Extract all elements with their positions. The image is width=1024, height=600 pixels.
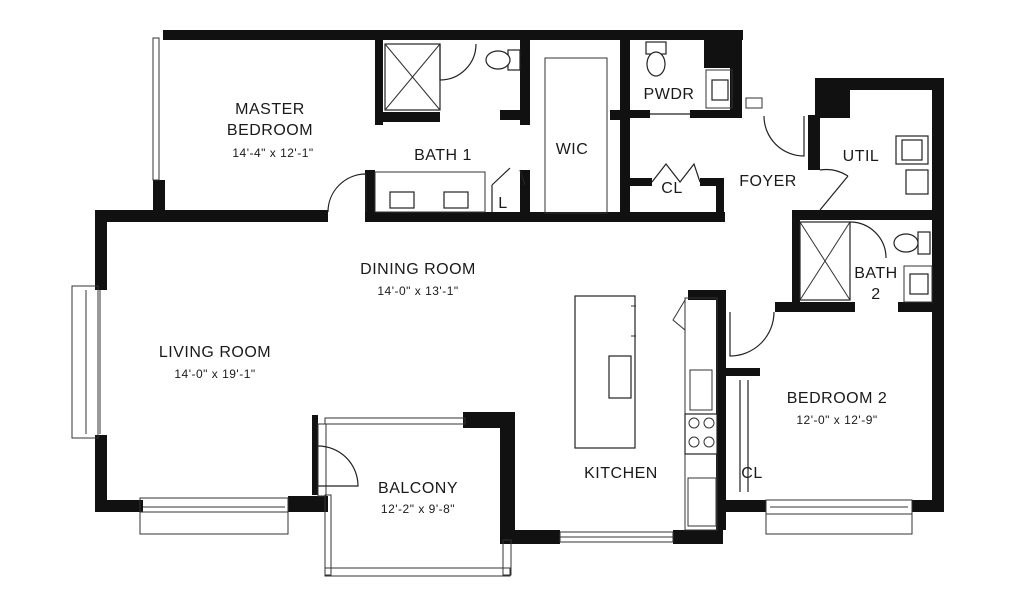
sink-icon bbox=[705, 69, 733, 109]
bath2-name-1: BATH bbox=[854, 265, 897, 282]
windows bbox=[71, 37, 913, 577]
wall-bath1-vanity-left bbox=[365, 170, 375, 220]
balcony-dims: 12'-2" x 9'-8" bbox=[381, 502, 455, 516]
dining-room-name: DINING ROOM bbox=[360, 261, 476, 278]
master-bedroom-name-1: MASTER bbox=[235, 101, 305, 118]
window-icon bbox=[317, 417, 512, 577]
wall-linen-right bbox=[520, 170, 530, 220]
wall-util-left-top bbox=[815, 78, 850, 118]
wall-master-bottom bbox=[95, 210, 328, 222]
wall-living-bottom-left bbox=[95, 500, 143, 512]
kitchen-name: KITCHEN bbox=[584, 465, 658, 482]
wall-bed2-bottom-right bbox=[912, 500, 944, 512]
wall-bath1-left bbox=[375, 40, 383, 125]
wall-living-left-top bbox=[95, 210, 107, 290]
wic-name: WIC bbox=[556, 141, 589, 158]
wall-bed2-bottom-left bbox=[716, 500, 766, 512]
dining-room-dims: 14'-0" x 13'-1" bbox=[377, 284, 458, 298]
wall-wic-right bbox=[620, 40, 630, 220]
wall-balcony-left bbox=[312, 415, 318, 495]
wall-cl-right bbox=[716, 178, 724, 222]
master-bedroom-dims: 14'-4" x 12'-1" bbox=[232, 146, 313, 160]
bedroom2-name: BEDROOM 2 bbox=[787, 390, 888, 407]
wall-bath2-bottom-right bbox=[898, 302, 938, 312]
door-swing-icon bbox=[739, 380, 749, 492]
door-swing-icon bbox=[763, 115, 805, 157]
bedroom2-dims: 12'-0" x 12'-9" bbox=[796, 413, 877, 427]
toilet-icon bbox=[485, 49, 521, 71]
wall-right-outer bbox=[932, 78, 944, 510]
bath1-name: BATH 1 bbox=[414, 147, 472, 164]
wic-shelf bbox=[544, 57, 608, 214]
toilet-icon bbox=[893, 231, 931, 255]
living-room-dims: 14'-0" x 19'-1" bbox=[174, 367, 255, 381]
shower-icon bbox=[384, 43, 441, 111]
fixtures bbox=[317, 41, 933, 531]
door-swing-icon bbox=[317, 445, 359, 487]
wall-kitchen-bottom-left bbox=[500, 530, 560, 544]
wall-bath1-divider bbox=[520, 40, 530, 125]
linen-name: L bbox=[498, 195, 507, 212]
pwdr-shelf bbox=[745, 97, 763, 109]
wall-bath2-bottom bbox=[775, 302, 855, 312]
door-swing-icon bbox=[439, 43, 477, 81]
washer-dryer bbox=[895, 135, 929, 195]
wall-kitchen-bottom-right bbox=[673, 530, 723, 544]
wall-pwdr-left bbox=[630, 110, 650, 118]
wall-kitchen-right bbox=[716, 290, 726, 530]
util-name: UTIL bbox=[843, 148, 880, 165]
door-swing-icon bbox=[519, 169, 526, 186]
wall-pwdr-bottom bbox=[690, 110, 742, 118]
foyer-closet-name: CL bbox=[661, 180, 682, 197]
window-icon bbox=[139, 497, 289, 535]
wall-kitchen-top bbox=[688, 290, 718, 300]
cooktop-icon bbox=[684, 413, 718, 455]
door-swing-icon bbox=[849, 221, 887, 259]
wall-living-left-bottom bbox=[95, 435, 107, 510]
wall-util-left bbox=[808, 115, 820, 170]
toilet-icon bbox=[645, 41, 667, 77]
wall-bath2-left bbox=[792, 210, 800, 310]
door-swing-icon bbox=[327, 173, 367, 213]
door-swing-icon bbox=[491, 167, 511, 212]
window-icon bbox=[765, 499, 913, 535]
bath2-name-2: 2 bbox=[871, 286, 880, 303]
wall-cl-top-right bbox=[700, 178, 724, 186]
wall-top bbox=[163, 30, 743, 40]
wall-wic-stub bbox=[610, 110, 630, 120]
walls bbox=[95, 30, 944, 544]
sink-icon bbox=[374, 171, 486, 213]
bedroom2-closet-name: CL bbox=[741, 465, 762, 482]
door-swing-icon bbox=[651, 162, 701, 183]
room-labels: MASTER BEDROOM 14'-4" x 12'-1" BATH 1 WI… bbox=[159, 86, 897, 516]
foyer-name: FOYER bbox=[739, 173, 797, 190]
kitchen-island bbox=[574, 295, 636, 449]
window-icon bbox=[152, 37, 160, 181]
wall-bed2-cl-top bbox=[722, 368, 760, 376]
master-bedroom-name-2: BEDROOM bbox=[227, 122, 313, 139]
living-room-name: LIVING ROOM bbox=[159, 344, 271, 361]
sink-icon bbox=[903, 265, 933, 303]
shower-icon bbox=[799, 221, 851, 301]
wall-util-bottom bbox=[792, 210, 942, 220]
wall-balcony-right-vert bbox=[500, 412, 515, 544]
wall-master-left bbox=[153, 180, 165, 215]
window-icon bbox=[559, 531, 674, 543]
door-swing-icon bbox=[729, 311, 775, 357]
window-icon bbox=[71, 285, 101, 439]
wall-bath-bottom bbox=[365, 212, 725, 222]
wall-cl-top-left bbox=[630, 178, 652, 186]
balcony-name: BALCONY bbox=[378, 480, 458, 497]
pwdr-name: PWDR bbox=[644, 86, 695, 103]
wall-bath1-shower bbox=[375, 112, 440, 122]
door-swing-icon bbox=[819, 168, 849, 211]
wall-pwdr-right-vert bbox=[730, 30, 742, 110]
wall-bath1-stub bbox=[500, 110, 530, 120]
wall-living-bottom-right bbox=[288, 496, 328, 512]
